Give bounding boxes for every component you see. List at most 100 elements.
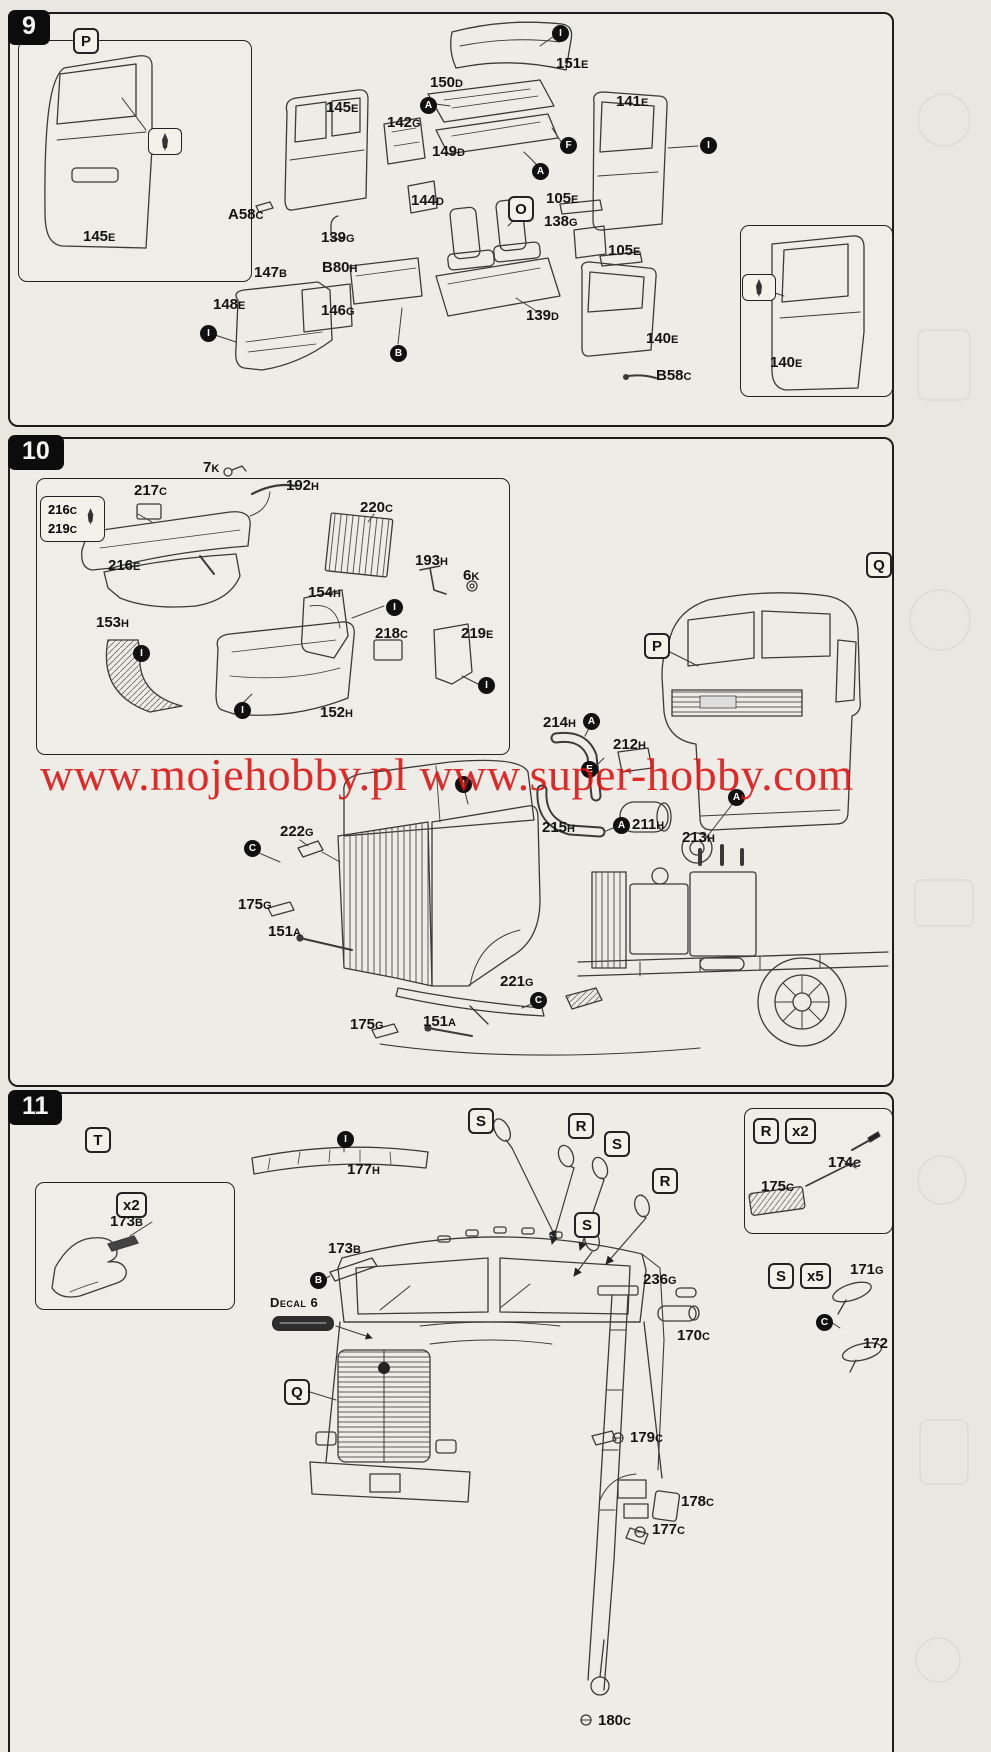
glue-symbol-i: I bbox=[700, 137, 717, 154]
subassembly-box-r-group: R bbox=[753, 1118, 779, 1144]
part-label-236G: 236G bbox=[643, 1271, 677, 1288]
glue-symbol-b: B bbox=[310, 1272, 327, 1289]
glue-pen-icon bbox=[148, 128, 182, 155]
part-label-218C: 218C bbox=[375, 625, 408, 642]
part-label-171G: 171G bbox=[850, 1261, 884, 1278]
part-label-139G: 139G bbox=[321, 229, 355, 246]
glue-symbol-c: C bbox=[244, 840, 261, 857]
part-label-193H: 193H bbox=[415, 552, 448, 569]
part-label-144D: 144D bbox=[411, 192, 444, 209]
part-label-A58C: A58C bbox=[228, 206, 264, 223]
part-label-B58C: B58C bbox=[656, 367, 692, 384]
glue-symbol-i: I bbox=[386, 599, 403, 616]
glue-symbol-c: C bbox=[530, 992, 547, 1009]
decal-6-label: Decal 6 bbox=[270, 1295, 319, 1310]
part-label-177C: 177C bbox=[652, 1521, 685, 1538]
glue-symbol-a: A bbox=[420, 97, 437, 114]
glue-symbol-i: I bbox=[552, 25, 569, 42]
subassembly-box-p: P bbox=[73, 28, 99, 54]
subassembly-box-s3: S bbox=[574, 1212, 600, 1238]
part-pair-glue-callout: 216C 219C bbox=[40, 496, 105, 543]
subassembly-box-r1: R bbox=[568, 1113, 594, 1139]
part-label-140E: 140E bbox=[770, 354, 803, 371]
step-number-9: 9 bbox=[8, 10, 50, 45]
subassembly-box-r2: R bbox=[652, 1168, 678, 1194]
subassembly-box-s1: S bbox=[468, 1108, 494, 1134]
subassembly-box-q2: Q bbox=[284, 1379, 310, 1405]
glue-symbol-b: B bbox=[390, 345, 407, 362]
part-label-170C: 170C bbox=[677, 1327, 710, 1344]
part-label-7K: 7K bbox=[203, 459, 220, 476]
part-label-178C: 178C bbox=[681, 1493, 714, 1510]
subassembly-box-s2: S bbox=[604, 1131, 630, 1157]
part-label-216C: 216C bbox=[48, 502, 77, 517]
part-label-177H: 177H bbox=[347, 1161, 380, 1178]
glue-symbol-a: A bbox=[532, 163, 549, 180]
part-label-146G: 146G bbox=[321, 302, 355, 319]
part-label-172: 172 bbox=[863, 1335, 889, 1352]
glue-symbol-i: I bbox=[234, 702, 251, 719]
part-label-173B: 173B bbox=[328, 1240, 361, 1257]
part-label-138G: 138G bbox=[544, 213, 578, 230]
part-label-180C: 180C bbox=[598, 1712, 631, 1729]
glue-symbol-c: C bbox=[816, 1314, 833, 1331]
part-label-105E: 105E bbox=[546, 190, 579, 207]
glue-symbol-i: I bbox=[337, 1131, 354, 1148]
part-label-222G: 222G bbox=[280, 823, 314, 840]
part-label-221G: 221G bbox=[500, 973, 534, 990]
part-label-105E: 105E bbox=[608, 242, 641, 259]
glue-pen-icon bbox=[84, 507, 97, 531]
part-label-147B: 147B bbox=[254, 264, 287, 281]
part-label-175C: 175C bbox=[761, 1178, 794, 1195]
part-label-216E: 216E bbox=[108, 557, 141, 574]
page-bleed-through bbox=[909, 93, 974, 1683]
part-label-151A: 151A bbox=[268, 923, 301, 940]
part-label-217C: 217C bbox=[134, 482, 167, 499]
part-label-174C: 174C bbox=[828, 1154, 861, 1171]
part-label-B80H: B80H bbox=[322, 259, 358, 276]
part-label-213H: 213H bbox=[682, 829, 715, 846]
glue-symbol-i: I bbox=[478, 677, 495, 694]
part-label-152H: 152H bbox=[320, 704, 353, 721]
glue-symbol-i: I bbox=[133, 645, 150, 662]
step9-door-inset-left bbox=[18, 40, 252, 282]
subassembly-box-o: O bbox=[508, 196, 534, 222]
step-number-11: 11 bbox=[8, 1090, 63, 1125]
part-label-215H: 215H bbox=[542, 819, 575, 836]
part-label-150D: 150D bbox=[430, 74, 463, 91]
glue-pen-icon bbox=[742, 274, 776, 301]
part-label-139D: 139D bbox=[526, 307, 559, 324]
part-label-154H: 154H bbox=[308, 584, 341, 601]
glue-symbol-a: A bbox=[613, 817, 630, 834]
part-label-219E: 219E bbox=[461, 625, 494, 642]
part-label-151A: 151A bbox=[423, 1013, 456, 1030]
part-label-142G: 142G bbox=[387, 114, 421, 131]
glue-symbol-f: F bbox=[560, 137, 577, 154]
part-label-148E: 148E bbox=[213, 296, 246, 313]
part-label-211H: 211H bbox=[632, 816, 665, 833]
quantity-box-x2-inset: x2 bbox=[116, 1192, 147, 1218]
part-label-140E: 140E bbox=[646, 330, 679, 347]
part-label-141E: 141E bbox=[616, 93, 649, 110]
part-label-175G: 175G bbox=[350, 1016, 384, 1033]
subassembly-box-q: Q bbox=[866, 552, 892, 578]
part-label-151E: 151E bbox=[556, 55, 589, 72]
part-label-175G: 175G bbox=[238, 896, 272, 913]
glue-symbol-a: A bbox=[583, 713, 600, 730]
part-label-214H: 214H bbox=[543, 714, 576, 731]
part-label-173B: 173B bbox=[110, 1213, 143, 1230]
subassembly-box-s-group: S bbox=[768, 1263, 794, 1289]
subassembly-box-p2: P bbox=[644, 633, 670, 659]
part-label-179C: 179C bbox=[630, 1429, 663, 1446]
step9-door-inset-right bbox=[740, 225, 893, 397]
part-label-145E: 145E bbox=[83, 228, 116, 245]
step-number-10: 10 bbox=[8, 435, 64, 470]
part-label-153H: 153H bbox=[96, 614, 129, 631]
part-label-192H: 192H bbox=[286, 477, 319, 494]
part-label-145E: 145E bbox=[326, 99, 359, 116]
part-label-219C: 219C bbox=[48, 521, 77, 537]
watermark: www.mojehobby.pl www.super-hobby.com bbox=[40, 749, 854, 800]
part-label-6K: 6K bbox=[463, 567, 480, 584]
subassembly-box-t: T bbox=[85, 1127, 111, 1153]
